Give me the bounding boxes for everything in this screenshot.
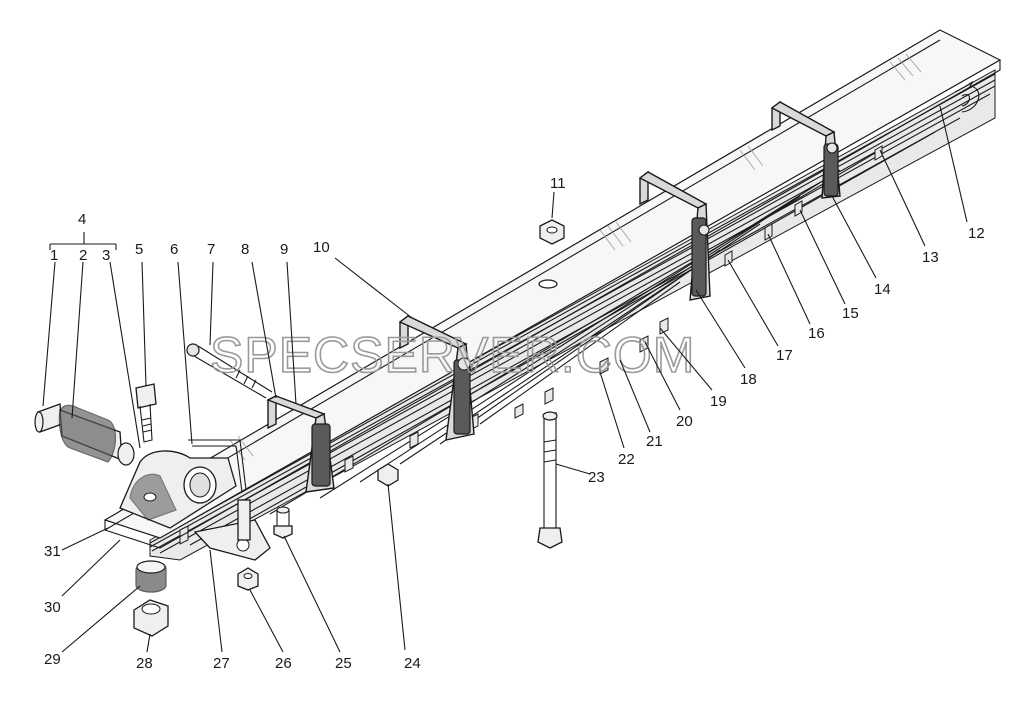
callout-15: 15 xyxy=(842,305,859,322)
bolt-icon xyxy=(135,343,563,549)
callout-19: 19 xyxy=(710,393,727,410)
leaf-spring-icon xyxy=(103,29,1002,561)
callout-11: 11 xyxy=(550,175,566,192)
callout-1: 1 xyxy=(50,247,58,264)
pin-icon xyxy=(34,403,135,466)
callout-17: 17 xyxy=(776,347,793,364)
callout-25: 25 xyxy=(335,655,352,672)
callout-22: 22 xyxy=(618,451,635,468)
callout-4: 4 xyxy=(78,211,86,228)
callout-8: 8 xyxy=(241,241,249,258)
callout-labels: 4 1 2 3 5 6 7 8 9 10 11 12 13 14 15 16 1… xyxy=(44,175,985,672)
watermark-text: SPECSERVER.COM xyxy=(210,327,695,383)
callout-27: 27 xyxy=(213,655,230,672)
callout-24: 24 xyxy=(404,655,421,672)
nut-icon xyxy=(133,142,838,637)
callout-26: 26 xyxy=(275,655,292,672)
callout-20: 20 xyxy=(676,413,693,430)
callout-10: 10 xyxy=(313,239,330,256)
callout-31: 31 xyxy=(44,543,61,560)
callout-13: 13 xyxy=(922,249,939,266)
callout-14: 14 xyxy=(874,281,891,298)
callout-29: 29 xyxy=(44,651,61,668)
callout-7: 7 xyxy=(207,241,215,258)
callout-2: 2 xyxy=(79,247,87,264)
bracket-icon xyxy=(119,439,271,561)
callout-18: 18 xyxy=(740,371,757,388)
callout-16: 16 xyxy=(808,325,825,342)
callout-6: 6 xyxy=(170,241,178,258)
callout-3: 3 xyxy=(102,247,110,264)
callout-21: 21 xyxy=(646,433,663,450)
callout-5: 5 xyxy=(135,241,143,258)
callout-30: 30 xyxy=(44,599,61,616)
callout-9: 9 xyxy=(280,241,288,258)
callout-28: 28 xyxy=(136,655,153,672)
leader-lines xyxy=(42,105,968,653)
callout-23: 23 xyxy=(588,469,605,486)
callout-12: 12 xyxy=(968,225,985,242)
